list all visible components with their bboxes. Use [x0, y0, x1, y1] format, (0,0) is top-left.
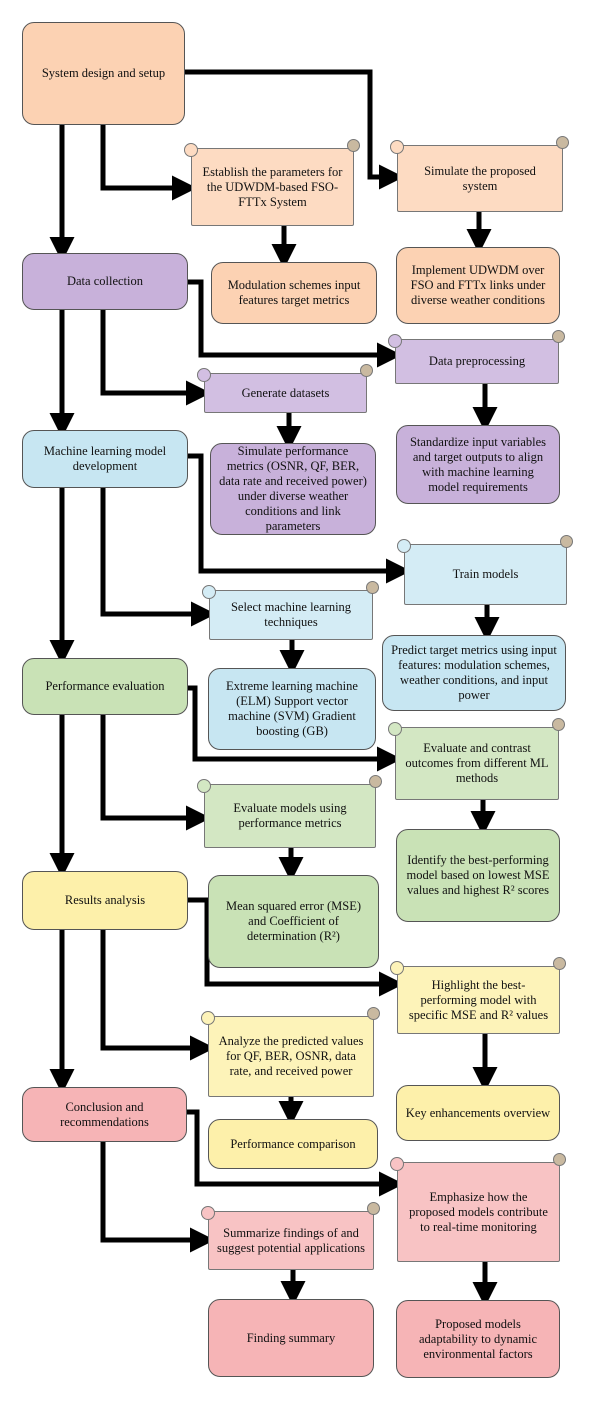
- performance-comparison-label: Performance comparison: [230, 1136, 356, 1151]
- evaluate-models-scroll: Evaluate models using performance metric…: [197, 775, 382, 848]
- arrow-collection-to-preprocessing: [188, 279, 402, 368]
- train-models-scroll: Train models: [397, 535, 573, 605]
- summarize-findings-label: Summarize findings of and suggest potent…: [217, 1225, 365, 1255]
- simulate-metrics-box: Simulate performance metrics (OSNR, QF, …: [210, 443, 376, 535]
- data-preprocessing-label: Data preprocessing: [428, 354, 526, 368]
- mse-r2-box: Mean squared error (MSE) and Coefficient…: [208, 875, 379, 968]
- summarize-findings-scroll: Summarize findings of and suggest potent…: [201, 1202, 380, 1270]
- data-collection-box: Data collection: [22, 253, 188, 310]
- generate-datasets-label: Generate datasets: [241, 385, 330, 400]
- arrow-design-to-simulate: [185, 69, 404, 190]
- arrow-collection-to-generate: [100, 310, 211, 406]
- implement-udwdm-box: Implement UDWDM over FSO and FTTx links …: [396, 247, 560, 324]
- ml-techniques-list-box: Extreme learning machine (ELM) Support v…: [208, 668, 376, 750]
- results-analysis-label: Results analysis: [64, 893, 146, 907]
- performance-evaluation-label: Performance evaluation: [45, 679, 165, 693]
- analyze-predicted-scroll: Analyze the predicted values for QF, BER…: [201, 1007, 380, 1097]
- arrow-design-to-establish: [100, 125, 197, 201]
- establish-parameters-label: Establish the parameters for the UDWDM-b…: [202, 164, 343, 209]
- modulation-inputs-label: Modulation schemes input features target…: [227, 278, 361, 307]
- modulation-inputs-box: Modulation schemes input features target…: [211, 262, 377, 324]
- arrow-conclusion-to-emphasize: [187, 1109, 404, 1197]
- system-design-label: System design and setup: [41, 66, 166, 80]
- select-ml-scroll: Select machine learning techniques: [202, 581, 379, 640]
- mse-r2-label: Mean squared error (MSE) and Coefficient…: [225, 899, 362, 943]
- ml-techniques-list-label: Extreme learning machine (ELM) Support v…: [226, 679, 358, 738]
- adaptability-label: Proposed models adaptability to dynamic …: [418, 1316, 538, 1361]
- simulate-metrics-label: Simulate performance metrics (OSNR, QF, …: [219, 444, 367, 533]
- data-preprocessing-scroll: Data preprocessing: [388, 330, 565, 384]
- conclusion-label: Conclusion and recommendations: [60, 1099, 149, 1129]
- highlight-best-scroll: Highlight the best-performing model with…: [390, 957, 566, 1034]
- evaluate-contrast-scroll: Evaluate and contrast outcomes from diff…: [388, 718, 565, 800]
- simulate-system-scroll: Simulate the proposed system: [390, 136, 569, 212]
- key-enhancements-box: Key enhancements overview: [396, 1085, 560, 1141]
- implement-udwdm-label: Implement UDWDM over FSO and FTTx links …: [410, 263, 546, 307]
- analyze-predicted-label: Analyze the predicted values for QF, BER…: [218, 1034, 364, 1078]
- select-ml-label: Select machine learning techniques: [230, 600, 352, 629]
- ml-development-label: Machine learning model development: [43, 444, 167, 473]
- standardize-inputs-box: Standardize input variables and target o…: [396, 425, 560, 504]
- emphasize-models-scroll: Emphasize how the proposed models contri…: [390, 1153, 566, 1262]
- standardize-inputs-label: Standardize input variables and target o…: [409, 434, 547, 494]
- data-collection-label: Data collection: [66, 274, 143, 288]
- ml-development-box: Machine learning model development: [22, 430, 188, 488]
- finding-summary-label: Finding summary: [246, 1330, 336, 1345]
- arrow-evaluation-to-models: [100, 715, 211, 831]
- conclusion-box: Conclusion and recommendations: [22, 1087, 187, 1142]
- arrow-ml-to-train: [188, 453, 411, 584]
- simulate-system-label: Simulate the proposed system: [424, 163, 536, 193]
- adaptability-box: Proposed models adaptability to dynamic …: [396, 1300, 560, 1378]
- train-models-label: Train models: [452, 567, 519, 581]
- finding-summary-box: Finding summary: [208, 1299, 374, 1377]
- evaluate-models-label: Evaluate models using performance metric…: [233, 801, 347, 830]
- predict-targets-label: Predict target metrics using input featu…: [391, 643, 557, 702]
- results-analysis-box: Results analysis: [22, 871, 188, 930]
- predict-targets-box: Predict target metrics using input featu…: [382, 635, 566, 711]
- identify-best-box: Identify the best-performing model based…: [396, 829, 560, 922]
- highlight-best-label: Highlight the best-performing model with…: [408, 977, 549, 1022]
- system-design-box: System design and setup: [22, 22, 185, 125]
- identify-best-label: Identify the best-performing model based…: [406, 853, 550, 897]
- performance-comparison-box: Performance comparison: [208, 1119, 378, 1169]
- emphasize-models-label: Emphasize how the proposed models contri…: [409, 1189, 548, 1234]
- evaluate-contrast-label: Evaluate and contrast outcomes from diff…: [405, 741, 549, 785]
- arrow-ml-to-select: [100, 488, 216, 627]
- generate-datasets-scroll: Generate datasets: [197, 364, 373, 413]
- arrow-conclusion-to-summarize: [100, 1142, 215, 1253]
- performance-evaluation-box: Performance evaluation: [22, 658, 188, 715]
- arrow-results-to-analyze: [100, 930, 215, 1061]
- arrow-results-to-highlight: [188, 897, 404, 997]
- key-enhancements-label: Key enhancements overview: [405, 1105, 551, 1120]
- establish-parameters-scroll: Establish the parameters for the UDWDM-b…: [184, 139, 360, 226]
- arrow-evaluation-to-contrast: [188, 685, 402, 772]
